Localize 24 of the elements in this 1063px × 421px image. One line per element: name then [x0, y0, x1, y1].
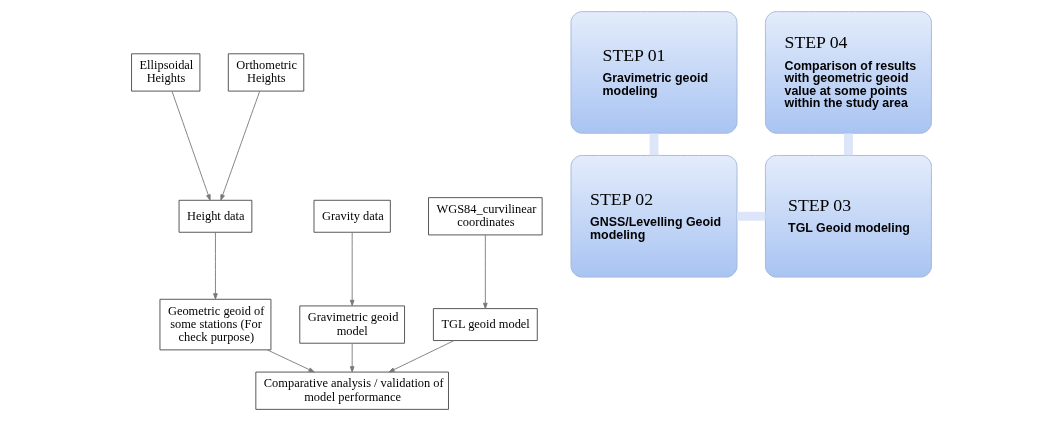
arrow	[349, 342, 355, 373]
node-box: STEP 04 Comparison of results with geometric geoid value at some points within the study area	[765, 11, 932, 134]
connector	[737, 211, 766, 221]
node-box: Orthometric Heights	[227, 53, 305, 92]
node-box: Geometric geoid of some stations (For check purpose)	[159, 298, 272, 351]
connector	[649, 133, 659, 156]
arrow	[267, 349, 315, 373]
node-box: TGL geoid model	[432, 308, 538, 341]
arrow	[213, 231, 218, 300]
connector	[844, 133, 853, 156]
arrow	[483, 234, 488, 309]
node-box: WGS84_curvilinear coordinates	[428, 197, 543, 236]
node-box: Comparative analysis / validation of model performance	[255, 371, 449, 410]
node-box: STEP 03 TGL Geoid modeling	[765, 155, 932, 278]
arrow	[388, 340, 455, 373]
node-box: STEP 02 GNSS/Levelling Geoid modeling	[570, 155, 738, 278]
node-box: Height data	[178, 199, 253, 233]
arrow	[220, 90, 261, 201]
node-box: Ellipsoidal Heights	[131, 53, 201, 92]
arrow	[349, 231, 355, 307]
node-box: Gravity data	[313, 199, 391, 233]
node-box: STEP 01 Gravimetric geoid modeling	[570, 11, 738, 134]
node-box: Gravimetric geoid model	[299, 305, 405, 344]
arrow	[171, 90, 211, 201]
